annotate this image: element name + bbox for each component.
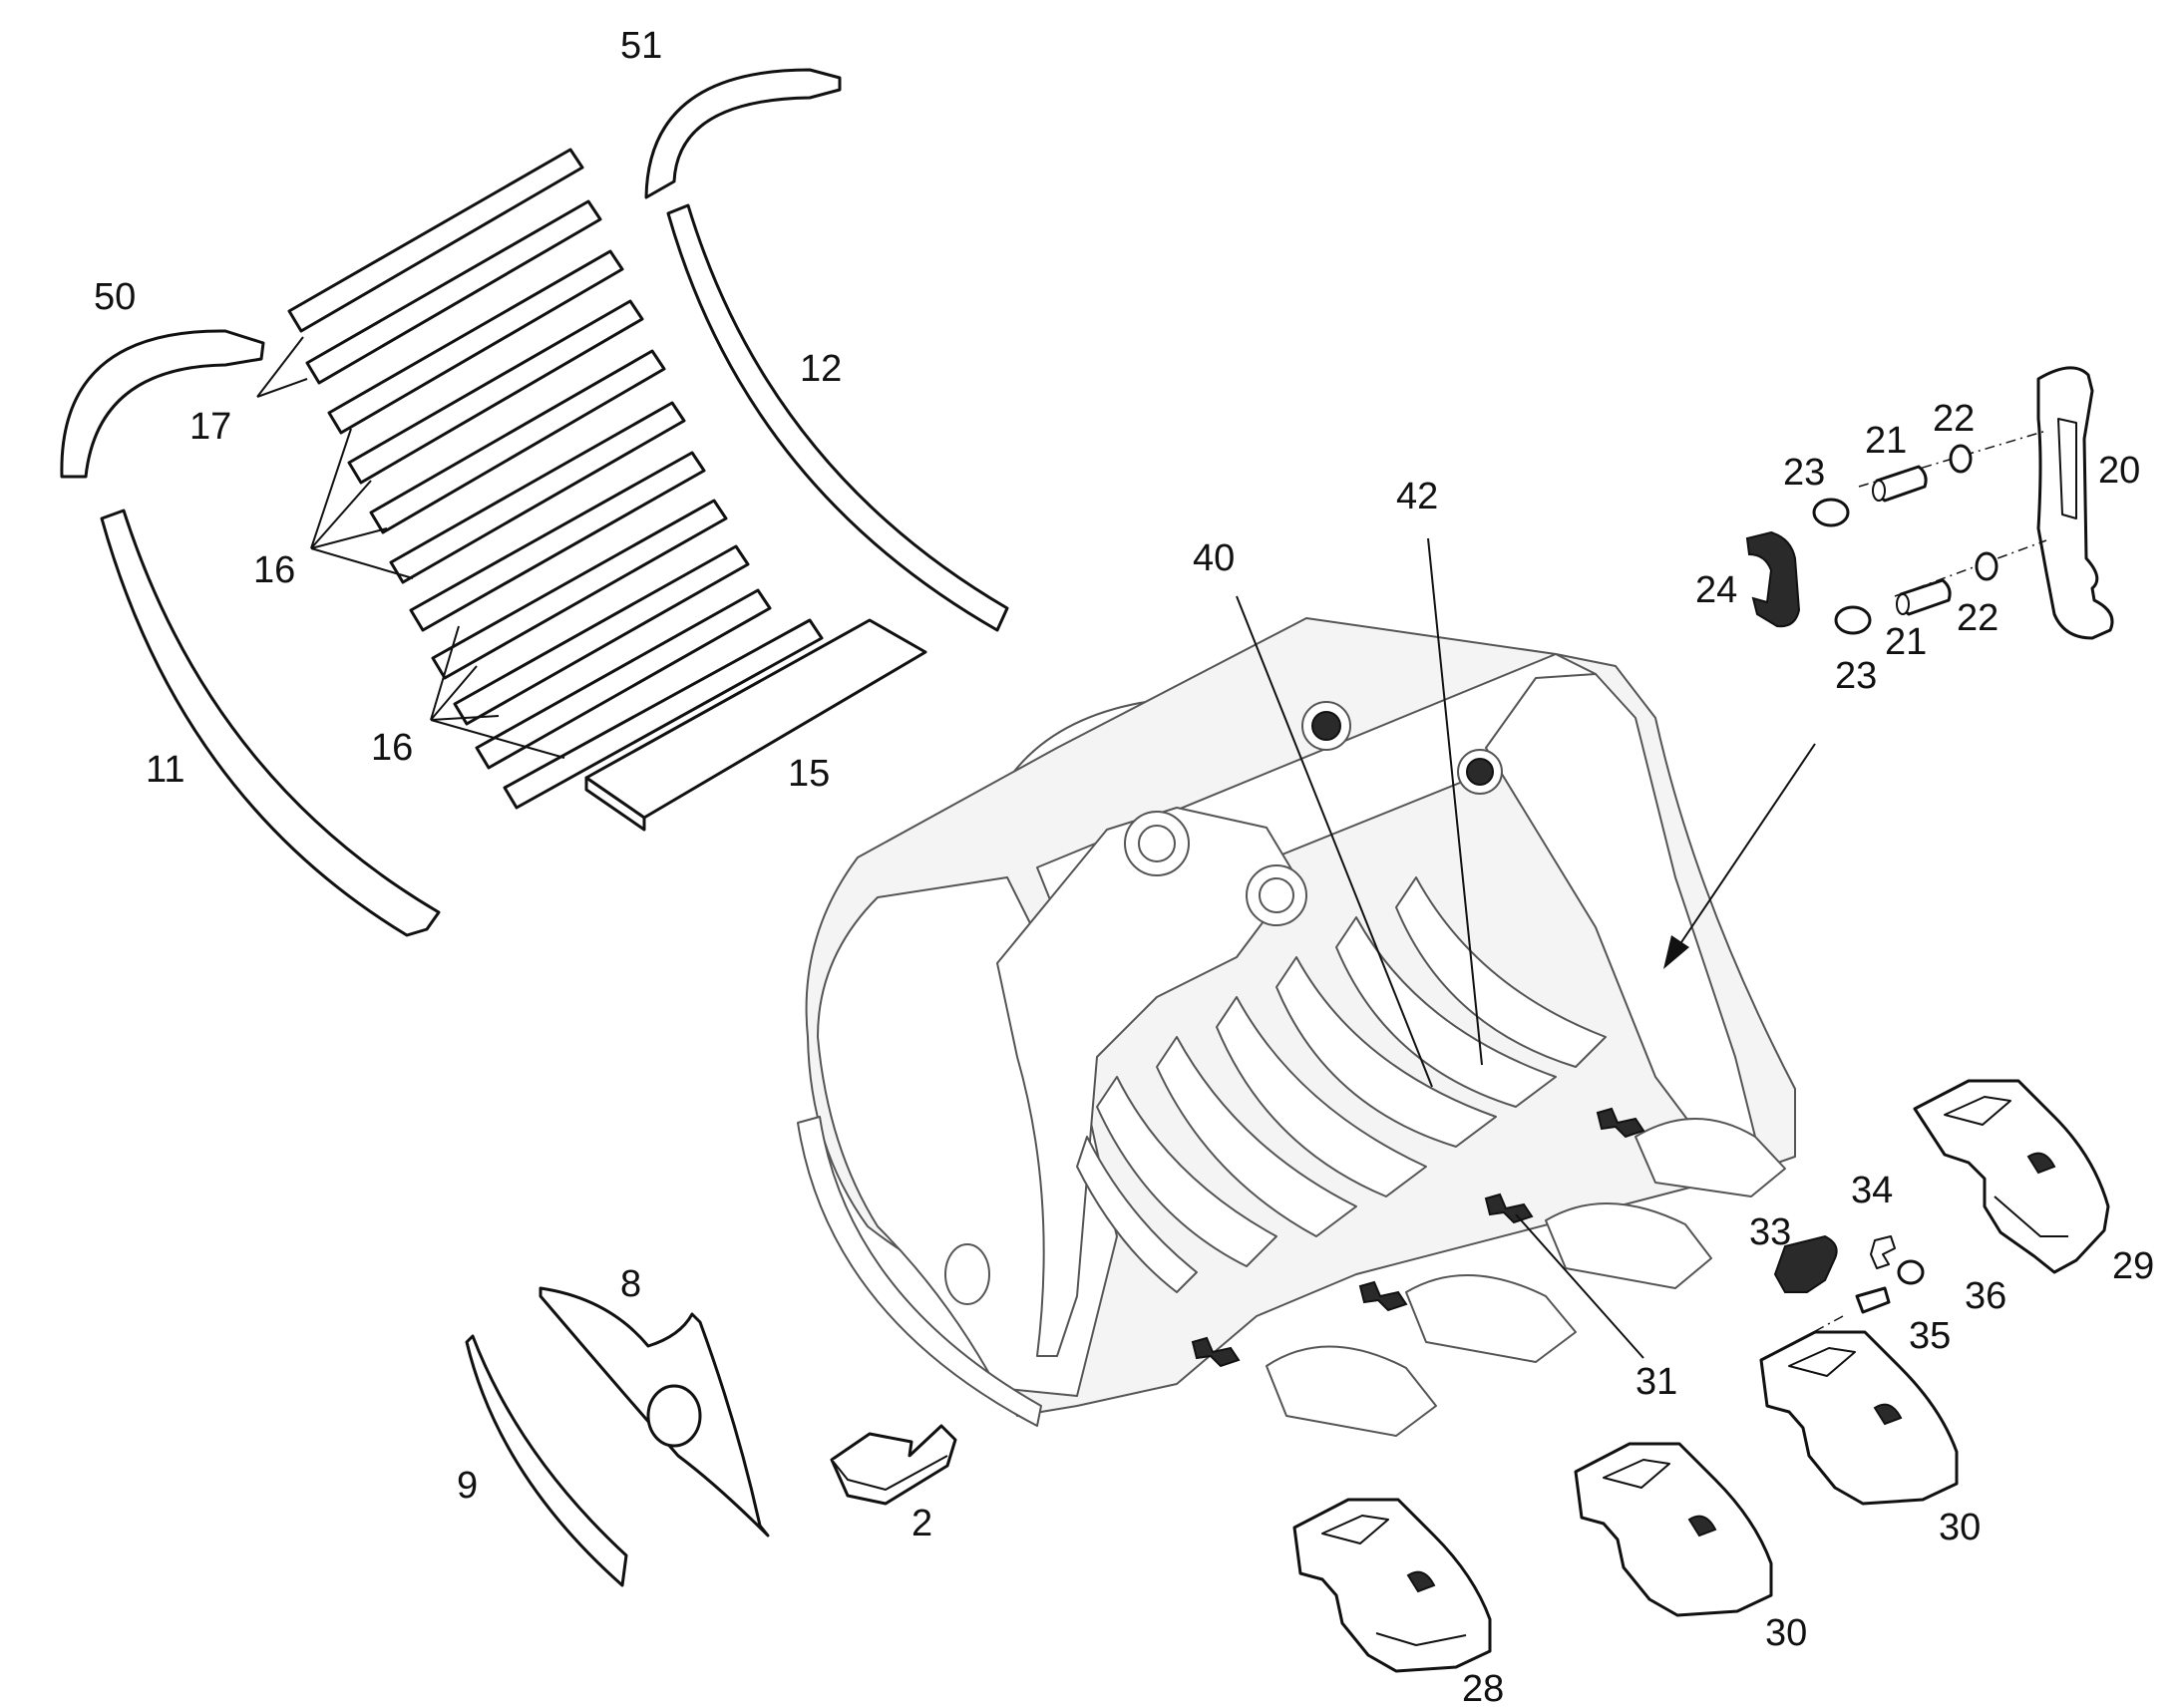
- part-22-washer: [1949, 444, 1973, 474]
- part-16-bar: [409, 451, 706, 632]
- label-40: 40: [1193, 537, 1235, 579]
- label-33: 33: [1749, 1211, 1791, 1253]
- label-28: 28: [1462, 1668, 1504, 1708]
- bucket-assembly: [797, 617, 1796, 1437]
- label-17: 17: [189, 406, 231, 448]
- wear-bar-stack: [287, 148, 927, 832]
- label-29: 29: [2112, 1245, 2154, 1287]
- label-30-center: 30: [1765, 1612, 1807, 1654]
- leaders-bucket: [1236, 537, 1644, 1359]
- centreline-35: [1794, 1315, 1844, 1343]
- right-pivot-boss-2-inner: [1466, 758, 1494, 786]
- part-12-curved-strip: [666, 203, 1009, 632]
- part-36-bushing: [1897, 1259, 1925, 1285]
- part-30-tooth: [1574, 1442, 1773, 1617]
- bucket-grate-bars: [1076, 876, 1607, 1293]
- part-23-bushing: [1812, 498, 1850, 527]
- left-pivot-boss-inner: [1138, 825, 1176, 862]
- label-50: 50: [94, 276, 136, 318]
- label-21-lower: 21: [1885, 621, 1927, 663]
- bucket-left-edge-segments: [797, 1116, 1042, 1427]
- part-16-bar: [327, 249, 624, 435]
- label-20: 20: [2098, 450, 2140, 492]
- left-pivot-boss-2-inner: [1259, 877, 1294, 913]
- part-16-bar: [389, 401, 686, 584]
- arrow-head: [1663, 935, 1689, 969]
- label-22-upper: 22: [1933, 398, 1975, 440]
- part-30-tooth-assembled: [1759, 1330, 1959, 1506]
- part-16-bar: [347, 299, 644, 485]
- label-36: 36: [1965, 1275, 2006, 1317]
- part-8-hole: [646, 1384, 702, 1448]
- part-number-labels: 51 50 17 16 16 15 12 11 42 40 23 21 22 2…: [94, 25, 2154, 1708]
- part-34-clip: [1870, 1235, 1896, 1269]
- label-42: 42: [1396, 476, 1438, 517]
- assembly-arrow: [1663, 743, 1816, 969]
- part-16-bar: [369, 349, 666, 534]
- label-23-upper: 23: [1783, 452, 1825, 494]
- label-8: 8: [620, 1263, 641, 1305]
- part-35-pin: [1855, 1286, 1891, 1314]
- bucket-tooth-adapters: [1266, 1118, 1786, 1437]
- label-15: 15: [788, 753, 830, 795]
- part-51-curved-cap: [644, 68, 842, 199]
- part-17-bar-top: [287, 148, 584, 333]
- label-22-lower: 22: [1957, 597, 1998, 639]
- part-33-wedge: [1773, 1234, 1838, 1293]
- part-28-tooth: [1292, 1498, 1492, 1673]
- part-23-bushing: [1834, 605, 1872, 635]
- part-16-bar: [475, 588, 772, 770]
- label-30-right: 30: [1939, 1507, 1981, 1548]
- part-50-curved-cap: [60, 329, 265, 479]
- right-pivot-boss-inner: [1311, 711, 1341, 741]
- part-20-slot: [2057, 418, 2077, 519]
- label-11: 11: [146, 749, 184, 791]
- part-16-bar: [503, 618, 824, 810]
- label-23-lower: 23: [1835, 655, 1877, 697]
- label-34: 34: [1851, 1170, 1893, 1211]
- label-2: 2: [911, 1503, 932, 1544]
- label-21-upper: 21: [1865, 420, 1907, 462]
- bucket-left-arm: [996, 807, 1297, 1357]
- part-22-washer: [1975, 551, 1998, 581]
- side-plate-hole: [944, 1243, 990, 1305]
- label-16-upper: 16: [253, 549, 295, 591]
- part-21-pin: [1872, 465, 1928, 503]
- part-31-lock-segments: [1191, 1107, 1645, 1368]
- part-24-lock-clip: [1745, 530, 1801, 628]
- label-24: 24: [1695, 569, 1737, 611]
- label-31: 31: [1635, 1361, 1677, 1403]
- linkage-group: [1745, 366, 2114, 640]
- part-2-block: [830, 1424, 957, 1506]
- part-9-curved-strip: [465, 1334, 628, 1587]
- part-29-tooth: [1913, 1079, 2110, 1274]
- leaders-left: [256, 336, 565, 759]
- label-16-lower: 16: [371, 727, 413, 769]
- part-17-bar: [305, 199, 602, 385]
- label-12: 12: [800, 348, 842, 390]
- bucket-right-arm: [1485, 673, 1756, 1158]
- label-35: 35: [1909, 1315, 1951, 1357]
- label-51: 51: [620, 25, 662, 67]
- label-9: 9: [457, 1465, 478, 1507]
- part-16-bar: [431, 499, 728, 680]
- part-21-pin: [1896, 578, 1952, 616]
- part-15-wide-bar-edge: [584, 776, 646, 832]
- part-11-curved-strip: [100, 509, 441, 937]
